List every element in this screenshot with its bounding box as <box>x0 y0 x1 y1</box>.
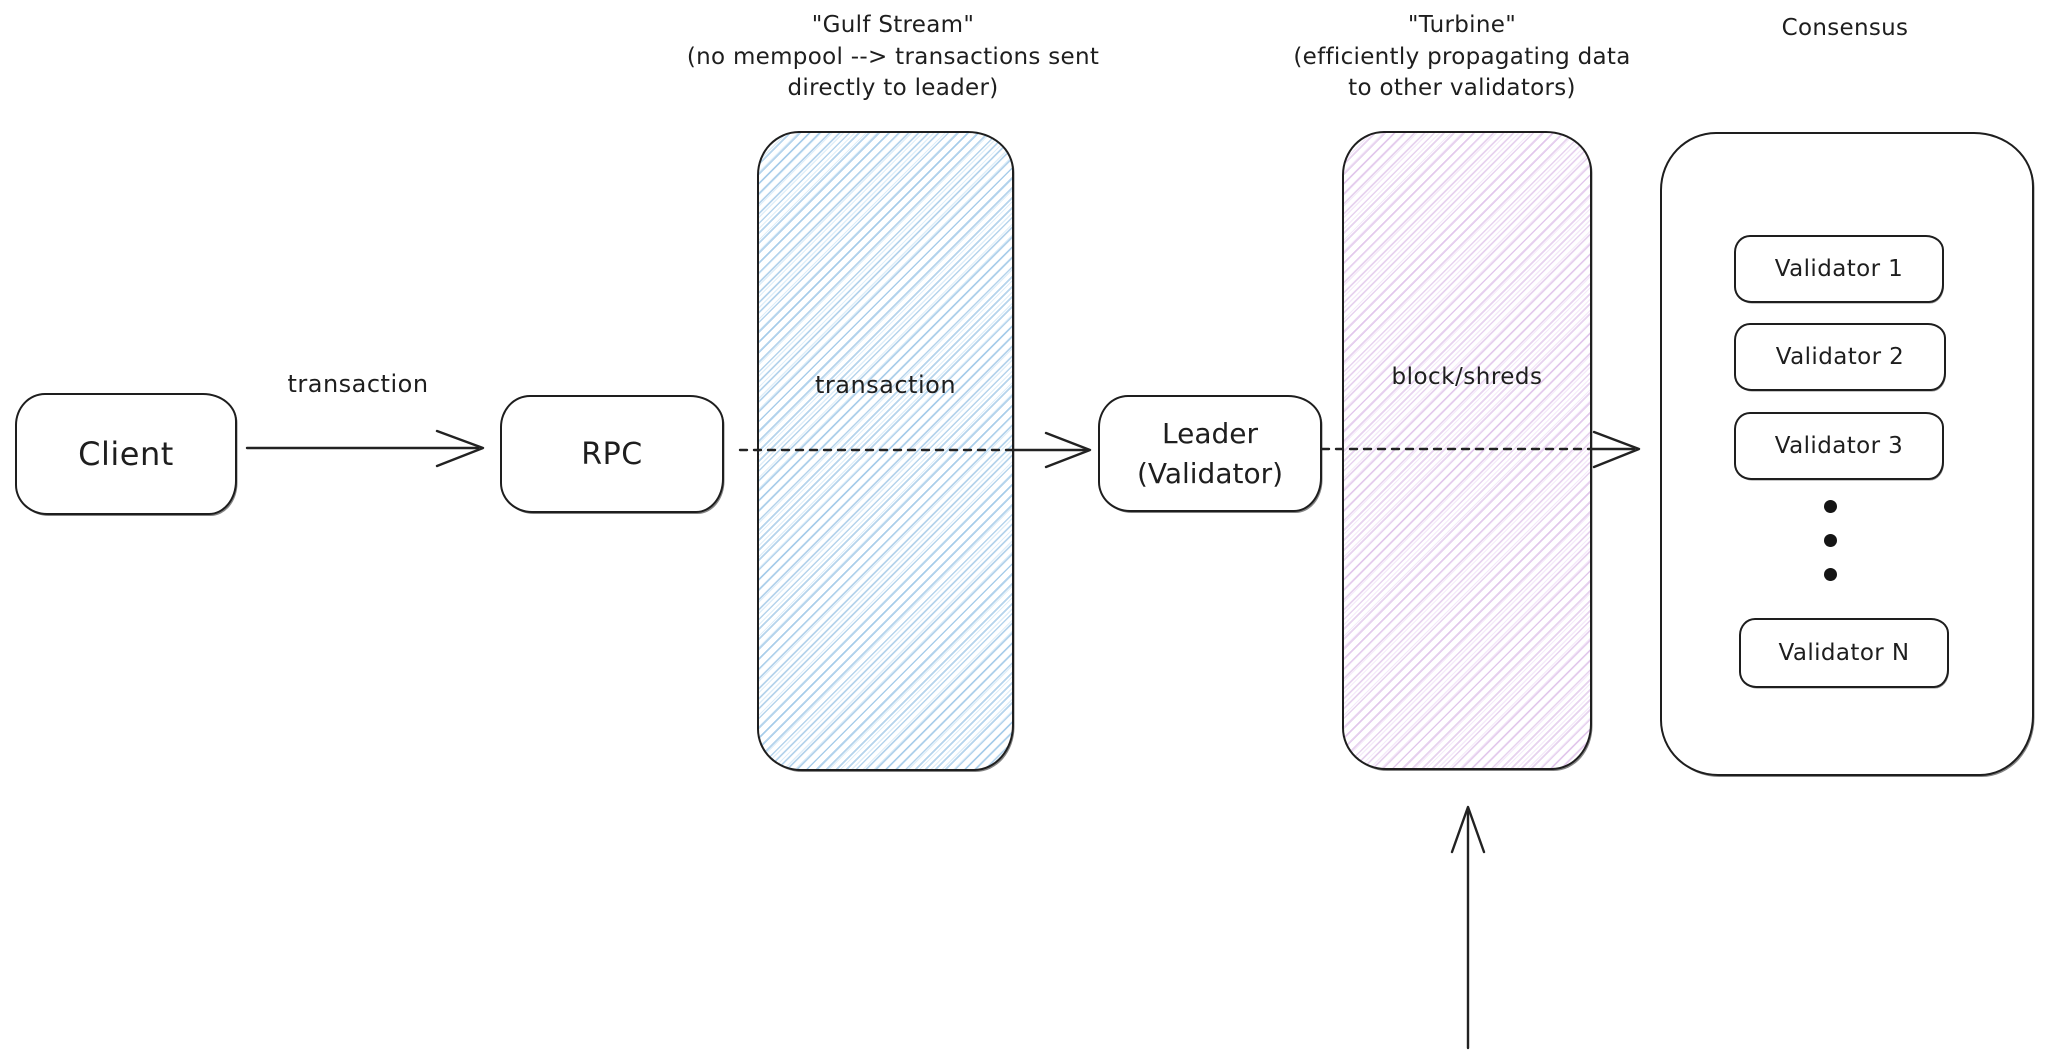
gulf-stream-caption-line1: "Gulf Stream" <box>811 12 975 38</box>
arrowhead-rpc-to-leader <box>1044 431 1092 469</box>
turbine-channel-label: block/shreds <box>1391 364 1543 390</box>
leader-node: Leader (Validator) <box>1098 395 1322 512</box>
validator-n-node: Validator N <box>1739 618 1949 688</box>
consensus-container: Validator 1 Validator 2 Validator 3 Vali… <box>1660 132 2034 776</box>
transaction-arrow-label: transaction <box>287 370 429 398</box>
rpc-node: RPC <box>500 395 724 513</box>
validator-3-node: Validator 3 <box>1734 412 1944 480</box>
gulf-stream-caption-line3: directly to leader) <box>787 75 999 101</box>
validator-ellipsis <box>1824 500 1837 581</box>
gulf-stream-channel: transaction <box>757 131 1014 771</box>
ellipsis-dot <box>1824 500 1837 513</box>
turbine-caption: "Turbine" (efficiently propagating data … <box>1212 10 1712 105</box>
validator-1-node: Validator 1 <box>1734 235 1944 303</box>
gulf-stream-caption-line2: (no mempool --> transactions sent <box>686 43 1100 70</box>
rpc-node-label: RPC <box>581 436 643 472</box>
turbine-caption-line2: (efficiently propagating data <box>1293 43 1631 70</box>
leader-node-label-line1: Leader <box>1161 416 1258 450</box>
client-node-label: Client <box>78 435 174 473</box>
client-node: Client <box>15 393 237 515</box>
consensus-caption: Consensus <box>1745 13 1945 45</box>
gulf-stream-caption: "Gulf Stream" (no mempool --> transactio… <box>643 10 1143 105</box>
validator-2-node: Validator 2 <box>1734 323 1946 391</box>
arrowhead-leader-to-consensus <box>1592 430 1641 469</box>
arrowhead-up-into-turbine <box>1450 805 1486 854</box>
consensus-caption-text: Consensus <box>1781 15 1909 41</box>
turbine-caption-line1: "Turbine" <box>1407 12 1517 38</box>
ellipsis-dot <box>1824 568 1837 581</box>
leader-node-label-line2: (Validator) <box>1136 456 1284 490</box>
ellipsis-dot <box>1824 534 1837 547</box>
turbine-channel: block/shreds <box>1342 131 1592 770</box>
turbine-caption-line3: to other validators) <box>1348 75 1576 101</box>
gulf-stream-channel-label: transaction <box>814 371 957 399</box>
arrowhead-client-to-rpc <box>435 429 485 468</box>
